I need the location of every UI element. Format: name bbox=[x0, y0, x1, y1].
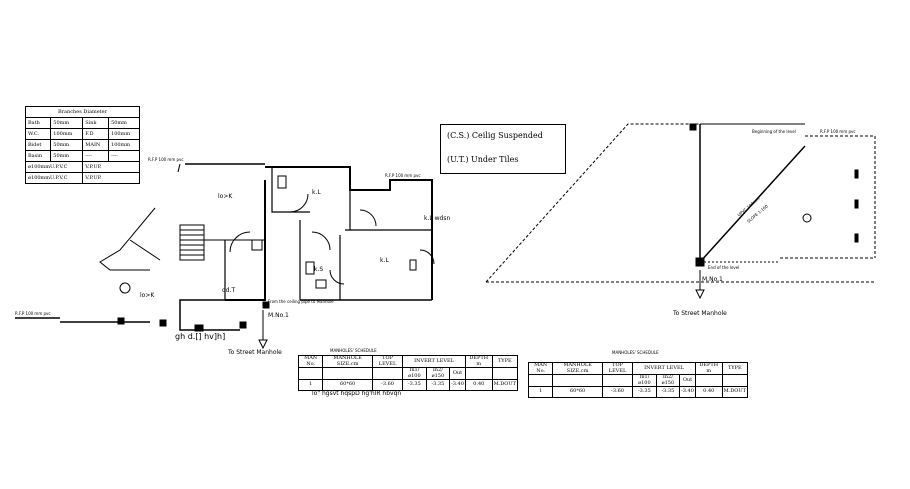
pipe-label: R.F.P 100 mm pvc bbox=[820, 129, 856, 134]
table-cell: 100mm bbox=[50, 128, 84, 140]
table-header: MANHOLE SIZE.cm bbox=[322, 355, 373, 368]
table-header: INVERT LEVEL bbox=[402, 355, 466, 368]
legend-line-tiles: (U.T.) Under Tiles bbox=[447, 155, 519, 164]
table-row: 1 60*60 -3.60 -3.35 -3.35 -3.40 0.40 M.D… bbox=[527, 386, 749, 398]
table-cell: ---- bbox=[82, 150, 110, 162]
table-cell: 50mm bbox=[108, 117, 140, 129]
right-plan-view bbox=[485, 123, 876, 300]
table-row: ø100mmU.P.V.C V.P.UP. bbox=[24, 161, 140, 173]
room-label: k.S bbox=[314, 266, 324, 273]
street-manhole-label: To Street Manhole bbox=[228, 349, 282, 356]
legend-line-ceiling: (C.S.) Ceilig Suspended bbox=[447, 131, 543, 140]
table-cell: 50mm bbox=[50, 139, 84, 151]
room-label: qd.T bbox=[222, 287, 236, 294]
schedule-title: MANHOLES' SCHEDULE bbox=[330, 348, 377, 353]
table-subheader: Out bbox=[449, 367, 466, 380]
table-cell: M.DOUT bbox=[491, 379, 519, 391]
table-row: Bath 50mm Sink 50mm bbox=[24, 117, 140, 129]
table-subheader: In2/ø150 bbox=[425, 367, 451, 380]
manhole-label: M.No.1 bbox=[268, 312, 289, 319]
table-cell: 50mm bbox=[50, 117, 84, 129]
table-row: Bidet 50mm MAIN 100mm bbox=[24, 139, 140, 151]
table-cell: -3.60 bbox=[601, 386, 634, 398]
room-label: k.L bbox=[312, 189, 321, 196]
legend-box: (C.S.) Ceilig Suspended (U.T.) Under Til… bbox=[440, 124, 566, 174]
table-header: TOP LEVEL bbox=[601, 362, 634, 375]
table-cell: -3.40 bbox=[679, 386, 696, 398]
table-cell: -3.35 bbox=[655, 386, 681, 398]
table-cell: M.DOUT bbox=[721, 386, 749, 398]
room-label: k.L wdsn bbox=[424, 215, 451, 222]
table-cell: 60*60 bbox=[322, 379, 373, 391]
table-header: INVERT LEVEL bbox=[632, 362, 696, 375]
room-label: gh d.[] hv]h] bbox=[175, 332, 226, 341]
table-cell: -3.35 bbox=[402, 379, 427, 391]
schedule-title: MANHOLES' SCHEDULE bbox=[612, 350, 659, 355]
table-cell: ---- bbox=[108, 150, 140, 162]
table-cell: MAIN bbox=[82, 139, 110, 151]
table-cell: W.C. bbox=[24, 128, 52, 140]
table-row: W.C. 100mm F.D 100mm bbox=[24, 128, 140, 140]
table-subheader: In1/ø100 bbox=[632, 374, 657, 387]
manhole-label: M.No.1 bbox=[702, 276, 723, 283]
table-cell: -3.35 bbox=[632, 386, 657, 398]
table-cell: ø100mmU.P.V.C bbox=[24, 161, 84, 173]
level-label: Beginning of the level bbox=[752, 129, 796, 134]
table-cell: F.D bbox=[82, 128, 110, 140]
street-manhole-label: To Street Manhole bbox=[673, 310, 727, 317]
pipe-label: R.F.P 100 mm pvc bbox=[148, 157, 184, 162]
table-cell: 0.40 bbox=[464, 379, 493, 391]
manholes-schedule-left: MAN No. MANHOLE SIZE.cm TOP LEVEL INVERT… bbox=[297, 355, 519, 391]
table-header: DEPTH m bbox=[464, 355, 493, 368]
branches-table-title: Branches Diameter bbox=[25, 106, 140, 118]
table-cell: 50mm bbox=[50, 150, 84, 162]
table-cell: V.P.UP. bbox=[82, 161, 140, 173]
table-header: MAN No. bbox=[297, 355, 324, 368]
table-subheader: Out bbox=[679, 374, 696, 387]
pipe-label: R.F.P 100 mm pvc bbox=[15, 311, 51, 316]
room-label: k.L bbox=[380, 257, 389, 264]
table-header: MANHOLE SIZE.cm bbox=[552, 362, 603, 375]
table-cell: 1 bbox=[527, 386, 554, 398]
table-row: ø100mmU.P.V.C V.P.UP. bbox=[24, 172, 140, 184]
left-floor-plan bbox=[15, 163, 435, 350]
table-header: TOP LEVEL bbox=[371, 355, 404, 368]
table-cell: 1 bbox=[297, 379, 324, 391]
table-cell: Sink bbox=[82, 117, 110, 129]
manholes-schedule-right: MAN No. MANHOLE SIZE.cm TOP LEVEL INVERT… bbox=[527, 362, 749, 398]
ceiling-pipe-note: From the ceiling pipe to Manhole bbox=[268, 299, 334, 304]
table-row: 1 60*60 -3.60 -3.35 -3.35 -3.40 0.40 M.D… bbox=[297, 379, 519, 391]
table-cell: V.P.UP. bbox=[82, 172, 140, 184]
table-header: MAN No. bbox=[527, 362, 554, 375]
table-cell: -3.35 bbox=[425, 379, 451, 391]
table-cell: Basin bbox=[24, 150, 52, 162]
table-cell: Bidet bbox=[24, 139, 52, 151]
table-cell: 0.40 bbox=[694, 386, 723, 398]
table-cell: 60*60 bbox=[552, 386, 603, 398]
table-header: DEPTH m bbox=[694, 362, 723, 375]
table-cell: -3.60 bbox=[371, 379, 404, 391]
table-cell: ø100mmU.P.V.C bbox=[24, 172, 84, 184]
room-label: lo>K bbox=[218, 193, 233, 200]
table-cell: -3.40 bbox=[449, 379, 466, 391]
table-header: TYPE bbox=[491, 355, 519, 368]
table-cell: Bath bbox=[24, 117, 52, 129]
table-cell: 100mm bbox=[108, 139, 140, 151]
level-label: End of the level bbox=[708, 265, 740, 270]
table-header: TYPE bbox=[721, 362, 749, 375]
table-subheader: In2/ø150 bbox=[655, 374, 681, 387]
table-row: Basin 50mm ---- ---- bbox=[24, 150, 140, 162]
branches-diameter-table: Branches Diameter Bath 50mm Sink 50mm W.… bbox=[24, 106, 140, 184]
table-subheader: In1/ø100 bbox=[402, 367, 427, 380]
room-label: lo>K bbox=[140, 292, 155, 299]
table-cell: 100mm bbox=[108, 128, 140, 140]
pipe-label: R.F.P 100 mm pvc bbox=[385, 173, 421, 178]
drawing-caption: lo" hgsvt hqspD hg'hlR hbvqn bbox=[312, 390, 402, 397]
